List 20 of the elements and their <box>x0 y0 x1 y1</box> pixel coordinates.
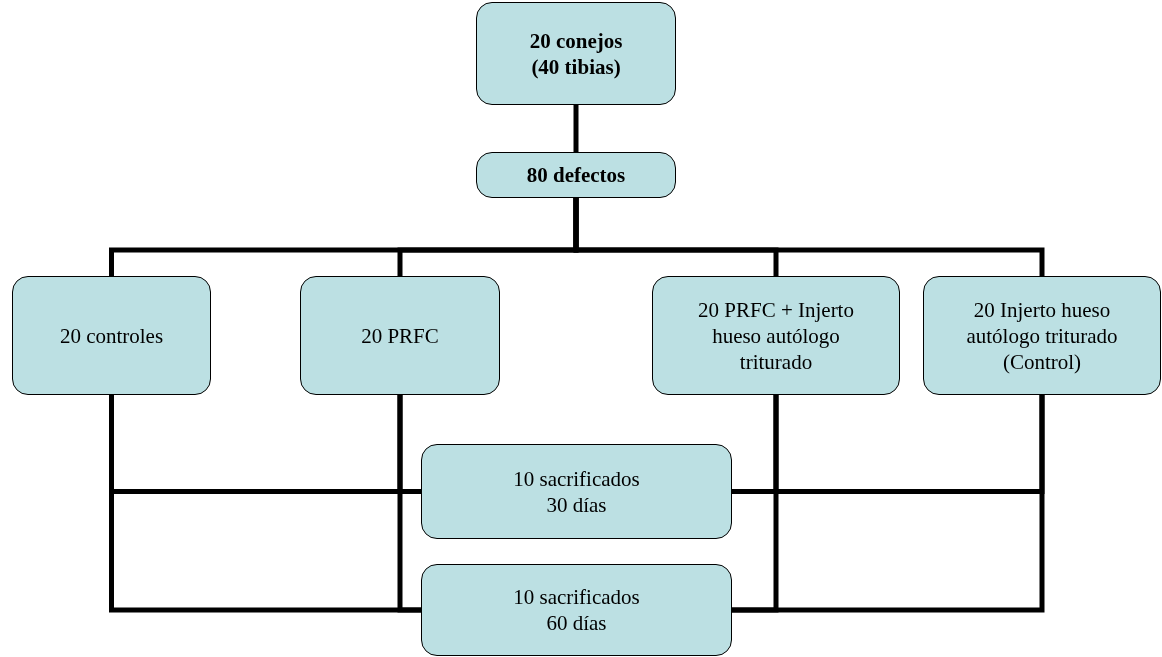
rounded-box <box>421 564 732 656</box>
connector-line <box>732 395 1045 613</box>
box-text: 10 sacrificados 30 días <box>512 465 641 518</box>
box-text: 20 conejos (40 tibias) <box>528 27 624 80</box>
rounded-box <box>652 276 900 395</box>
box-text: 20 controles <box>59 322 164 349</box>
box-text: 10 sacrificados 60 días <box>512 584 641 636</box>
connector-line <box>397 395 421 613</box>
connector-line <box>573 198 1045 276</box>
rounded-box <box>923 276 1161 395</box>
rounded-box <box>476 2 676 105</box>
rounded-box <box>476 152 676 198</box>
box-text: 20 PRFC <box>361 322 439 349</box>
connector-line <box>573 105 579 152</box>
rounded-box <box>12 276 211 395</box>
rounded-box <box>421 444 732 539</box>
box-text: 20 Injerto hueso autólogo triturado (Control) <box>965 296 1119 375</box>
box-text: 20 PRFC + Injerto hueso autólogo triturado <box>697 296 855 375</box>
rounded-box <box>300 276 500 395</box>
box-text: 80 defectos <box>526 162 626 188</box>
